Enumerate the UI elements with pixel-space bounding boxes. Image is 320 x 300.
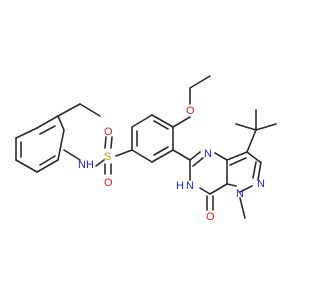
bond: [246, 129, 257, 153]
bond: [95, 159, 105, 167]
bond: [131, 149, 153, 163]
bond: [199, 187, 211, 195]
bond: [151, 149, 174, 163]
molecule-structure: NH S O O O N H N O N N: [15, 75, 277, 223]
atom-label-s: S: [104, 151, 111, 163]
bond: [39, 125, 56, 135]
bond: [104, 136, 107, 149]
bond: [115, 149, 133, 157]
bond: [255, 123, 277, 131]
bond: [235, 123, 257, 131]
atom-label-o: O: [104, 126, 113, 138]
bond: [257, 161, 262, 181]
bond: [226, 183, 237, 187]
atom-label-h: H: [176, 180, 184, 192]
bond: [110, 136, 113, 149]
atom-label-nh: NH: [78, 159, 94, 171]
bond: [172, 149, 191, 161]
atom-label-o: O: [206, 211, 215, 223]
bond: [151, 114, 174, 128]
bond: [79, 103, 101, 117]
bond: [229, 157, 247, 166]
bond: [36, 115, 59, 129]
bond: [57, 115, 65, 131]
bonds: [15, 75, 277, 219]
bond: [15, 127, 38, 139]
bond: [153, 120, 169, 130]
bond: [57, 129, 65, 161]
atom-label-n: N: [186, 180, 194, 192]
atom-label-o: O: [186, 105, 195, 117]
bond: [172, 116, 191, 128]
bond: [252, 161, 257, 179]
bond: [36, 159, 59, 173]
bond: [57, 103, 81, 117]
bond: [246, 151, 261, 163]
atom-label-n: N: [257, 178, 265, 190]
atom-label-o: O: [104, 177, 113, 189]
bond: [192, 157, 204, 167]
bond: [39, 155, 56, 166]
atom-label-n: N: [236, 188, 244, 200]
bond: [189, 151, 201, 161]
bond: [189, 75, 211, 89]
bond: [239, 197, 246, 219]
bond: [239, 185, 253, 193]
bond: [131, 114, 153, 128]
atom-labels: NH S O O O N H N O N N: [78, 105, 265, 223]
atom-label-n: N: [204, 148, 212, 160]
bond: [226, 151, 248, 161]
bond: [63, 149, 81, 161]
bond: [209, 183, 228, 195]
bond: [214, 152, 228, 161]
bond: [15, 159, 38, 173]
bond: [153, 146, 169, 156]
